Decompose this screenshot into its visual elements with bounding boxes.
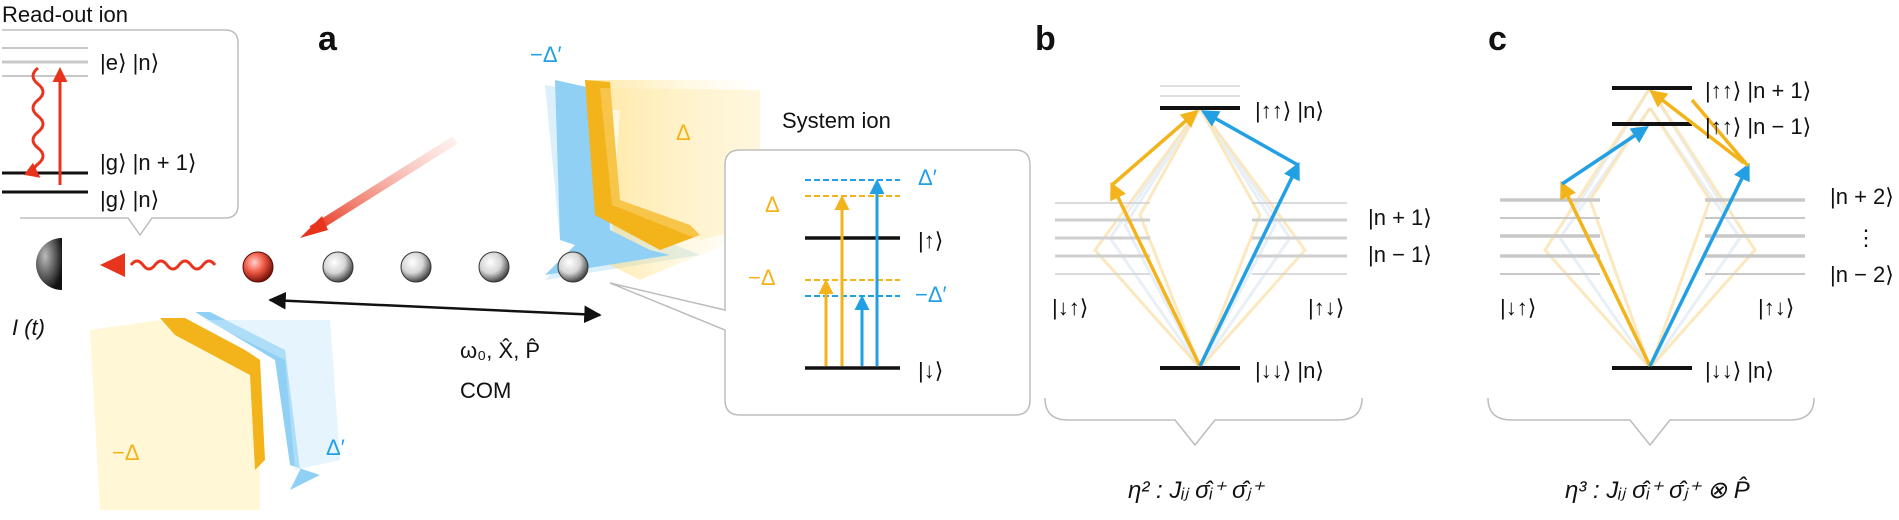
sys-label-down: |↓⟩ [918, 358, 943, 383]
b-label-top: |↑↑⟩ |n⟩ [1255, 98, 1324, 123]
b-label-n-plus-1: |n + 1⟩ [1368, 205, 1432, 230]
laser-beam-bottom [90, 312, 340, 510]
readout-level-scheme: Read-out ion |e⟩ |n⟩ |g⟩ |n + 1⟩ |g⟩ |n⟩ [2, 2, 239, 237]
b-label-down-up: |↓↑⟩ [1052, 295, 1088, 320]
panel-label-b: b [1035, 20, 1056, 58]
panel-label-a: a [318, 20, 338, 58]
c-label-top-1: |↑↑⟩ |n + 1⟩ [1705, 78, 1811, 103]
panel-c-diagram: |↑↑⟩ |n + 1⟩ |↑↑⟩ |n − 1⟩ |n + 2⟩ ⋮ |n −… [1487, 78, 1894, 504]
ion-chain: ω₀, X̂, P̂ COM [242, 251, 602, 403]
sys-label-minus-delta-prime: −Δ′ [915, 282, 947, 307]
label-e-n: |e⟩ |n⟩ [100, 50, 159, 75]
panel-b-diagram: |↑↑⟩ |n⟩ |n + 1⟩ |n − 1⟩ |↓↑⟩ |↑↓⟩ |↓↓⟩ … [1044, 85, 1432, 504]
b-label-up-down: |↑↓⟩ [1308, 295, 1344, 320]
com-label: COM [460, 378, 511, 403]
sys-label-up: |↑⟩ [918, 228, 943, 253]
photodetector: I (t) [12, 238, 62, 340]
fluorescence-photon [100, 253, 217, 277]
sys-label-minus-delta: −Δ [748, 265, 776, 290]
laser-beam-top [545, 80, 760, 280]
label-g-n1: |g⟩ |n + 1⟩ [100, 150, 197, 175]
c-label-dots: ⋮ [1855, 225, 1877, 250]
c-label-down-up: |↓↑⟩ [1500, 295, 1536, 320]
system-title: System ion [782, 108, 891, 133]
sys-label-delta: Δ [765, 192, 780, 217]
c-label-bottom: |↓↓⟩ |n⟩ [1705, 358, 1774, 383]
mode-label: ω₀, X̂, P̂ [460, 338, 540, 363]
system-ion-3 [478, 251, 510, 283]
panel-label-c: c [1488, 20, 1507, 58]
beam-label-delta: Δ [676, 120, 691, 145]
readout-ion [242, 251, 274, 283]
beam-label-delta-prime: Δ′ [326, 435, 345, 460]
c-label-up-down: |↑↓⟩ [1758, 295, 1794, 320]
readout-title: Read-out ion [2, 2, 128, 27]
sys-label-delta-prime: Δ′ [918, 165, 937, 190]
beam-label-minus-delta-prime: −Δ′ [530, 42, 562, 67]
b-label-bottom: |↓↓⟩ |n⟩ [1255, 358, 1324, 383]
b-caption: η² : Jᵢⱼ σ̂ᵢ⁺ σ̂ⱼ⁺ [1128, 477, 1266, 504]
current-label: I (t) [12, 315, 45, 340]
beam-label-minus-delta: −Δ [112, 440, 140, 465]
c-label-n-plus-2: |n + 2⟩ [1830, 184, 1894, 209]
c-label-n-minus-2: |n − 2⟩ [1830, 262, 1894, 287]
c-label-top-2: |↑↑⟩ |n − 1⟩ [1705, 114, 1811, 139]
c-caption: η³ : Jᵢⱼ σ̂ᵢ⁺ σ̂ⱼ⁺ ⊗ P̂ [1565, 476, 1750, 504]
system-ion-scheme: System ion Δ′ Δ |↑⟩ −Δ −Δ′ |↓⟩ [609, 108, 1031, 416]
emission-wave [23, 66, 45, 178]
system-ion-4 [557, 251, 589, 283]
b-label-n-minus-1: |n − 1⟩ [1368, 242, 1432, 267]
system-ion-2 [400, 251, 432, 283]
label-g-n: |g⟩ |n⟩ [100, 187, 159, 212]
system-ion-1 [322, 251, 354, 283]
com-mode-arrow [268, 291, 602, 324]
red-excitation-beam [300, 136, 458, 238]
